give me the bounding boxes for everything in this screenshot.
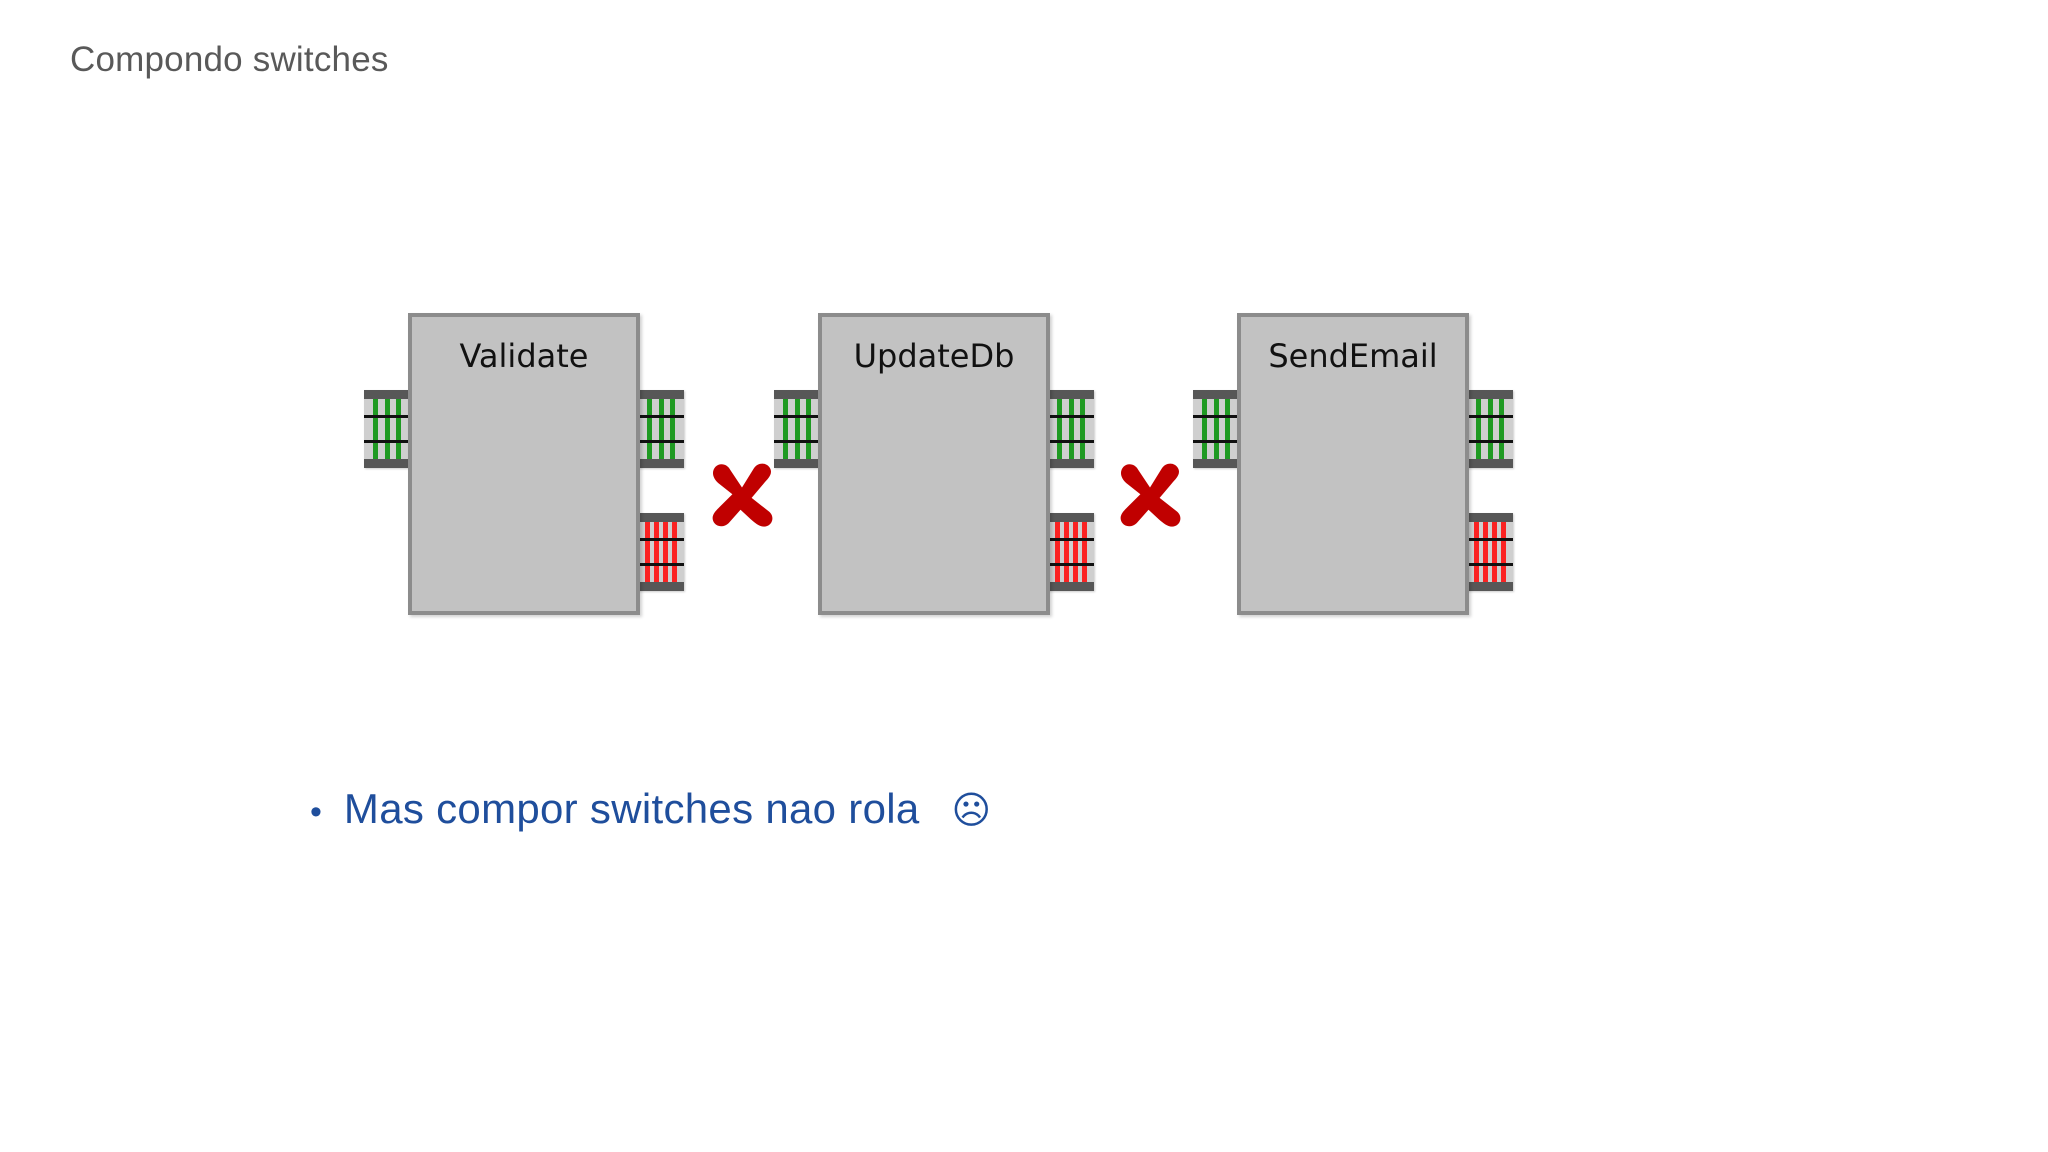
port-bar xyxy=(1492,522,1498,582)
port-bar xyxy=(1501,522,1507,582)
port-bar xyxy=(672,522,678,582)
port-rail-top xyxy=(364,415,410,418)
port-bar xyxy=(1080,399,1085,459)
node-label: Validate xyxy=(459,337,589,375)
port-bar xyxy=(663,522,669,582)
port-inner xyxy=(1467,522,1513,582)
page-title: Compondo switches xyxy=(70,40,389,79)
port-rail-bottom xyxy=(1048,563,1094,566)
pipeline-node-sendemail[interactable]: SendEmail xyxy=(1237,313,1469,615)
port-rail-bottom xyxy=(1467,440,1513,443)
port-bar xyxy=(396,399,401,459)
port-inner xyxy=(1048,522,1094,582)
port-rail-bottom xyxy=(1048,440,1094,443)
port-rail-top xyxy=(638,415,684,418)
output-port-success-updatedb[interactable] xyxy=(1048,390,1094,468)
output-port-success-sendemail[interactable] xyxy=(1467,390,1513,468)
port-rail-bottom xyxy=(638,563,684,566)
port-bar xyxy=(670,399,675,459)
red-cross-icon xyxy=(705,455,779,529)
port-bar xyxy=(794,399,800,459)
port-bar xyxy=(644,522,650,582)
port-rail-bottom xyxy=(1467,563,1513,566)
port-bar xyxy=(1082,522,1088,582)
port-rail-bottom xyxy=(774,440,820,443)
port-bar xyxy=(1068,399,1074,459)
port-rail-bottom xyxy=(364,440,410,443)
output-port-success-validate[interactable] xyxy=(638,390,684,468)
sad-face-icon: ☹ xyxy=(951,788,992,832)
output-port-failure-updatedb[interactable] xyxy=(1048,513,1094,591)
pipeline-node-validate[interactable]: Validate xyxy=(408,313,640,615)
port-rail-top xyxy=(1467,415,1513,418)
port-bar xyxy=(373,399,378,459)
port-bar xyxy=(653,522,659,582)
port-bar xyxy=(1476,399,1481,459)
bullet-list: • Mas compor switches nao rola ☹ xyxy=(310,785,991,833)
bullet-marker-icon: • xyxy=(310,793,322,831)
port-bar xyxy=(1482,522,1488,582)
port-inner xyxy=(638,522,684,582)
output-port-failure-sendemail[interactable] xyxy=(1467,513,1513,591)
port-bar xyxy=(1057,399,1062,459)
node-label: SendEmail xyxy=(1268,337,1438,375)
port-bar xyxy=(1073,522,1079,582)
port-bar xyxy=(783,399,788,459)
port-inner xyxy=(638,399,684,459)
port-rail-top xyxy=(1048,538,1094,541)
port-rail-top xyxy=(1193,415,1239,418)
port-rail-bottom xyxy=(1193,440,1239,443)
pipeline-node-updatedb[interactable]: UpdateDb xyxy=(818,313,1050,615)
port-rail-top xyxy=(1467,538,1513,541)
port-rail-top xyxy=(638,538,684,541)
port-bar xyxy=(1499,399,1504,459)
port-bar xyxy=(647,399,652,459)
port-bar xyxy=(1202,399,1207,459)
output-port-failure-validate[interactable] xyxy=(638,513,684,591)
port-inner xyxy=(1048,399,1094,459)
port-inner xyxy=(774,399,820,459)
port-bar xyxy=(1487,399,1493,459)
port-bar xyxy=(384,399,390,459)
port-bar xyxy=(1213,399,1219,459)
port-bar xyxy=(1054,522,1060,582)
port-bar xyxy=(806,399,811,459)
input-port-validate[interactable] xyxy=(364,390,410,468)
port-rail-top xyxy=(774,415,820,418)
node-label: UpdateDb xyxy=(853,337,1015,375)
red-cross-icon xyxy=(1113,455,1187,529)
input-port-sendemail[interactable] xyxy=(1193,390,1239,468)
port-rail-top xyxy=(1048,415,1094,418)
port-inner xyxy=(1467,399,1513,459)
port-inner xyxy=(1193,399,1239,459)
bullet-text: Mas compor switches nao rola xyxy=(343,785,920,832)
port-bar xyxy=(1473,522,1479,582)
port-bar xyxy=(1063,522,1069,582)
port-inner xyxy=(364,399,410,459)
port-rail-bottom xyxy=(638,440,684,443)
port-bar xyxy=(658,399,664,459)
port-bar xyxy=(1225,399,1230,459)
input-port-updatedb[interactable] xyxy=(774,390,820,468)
